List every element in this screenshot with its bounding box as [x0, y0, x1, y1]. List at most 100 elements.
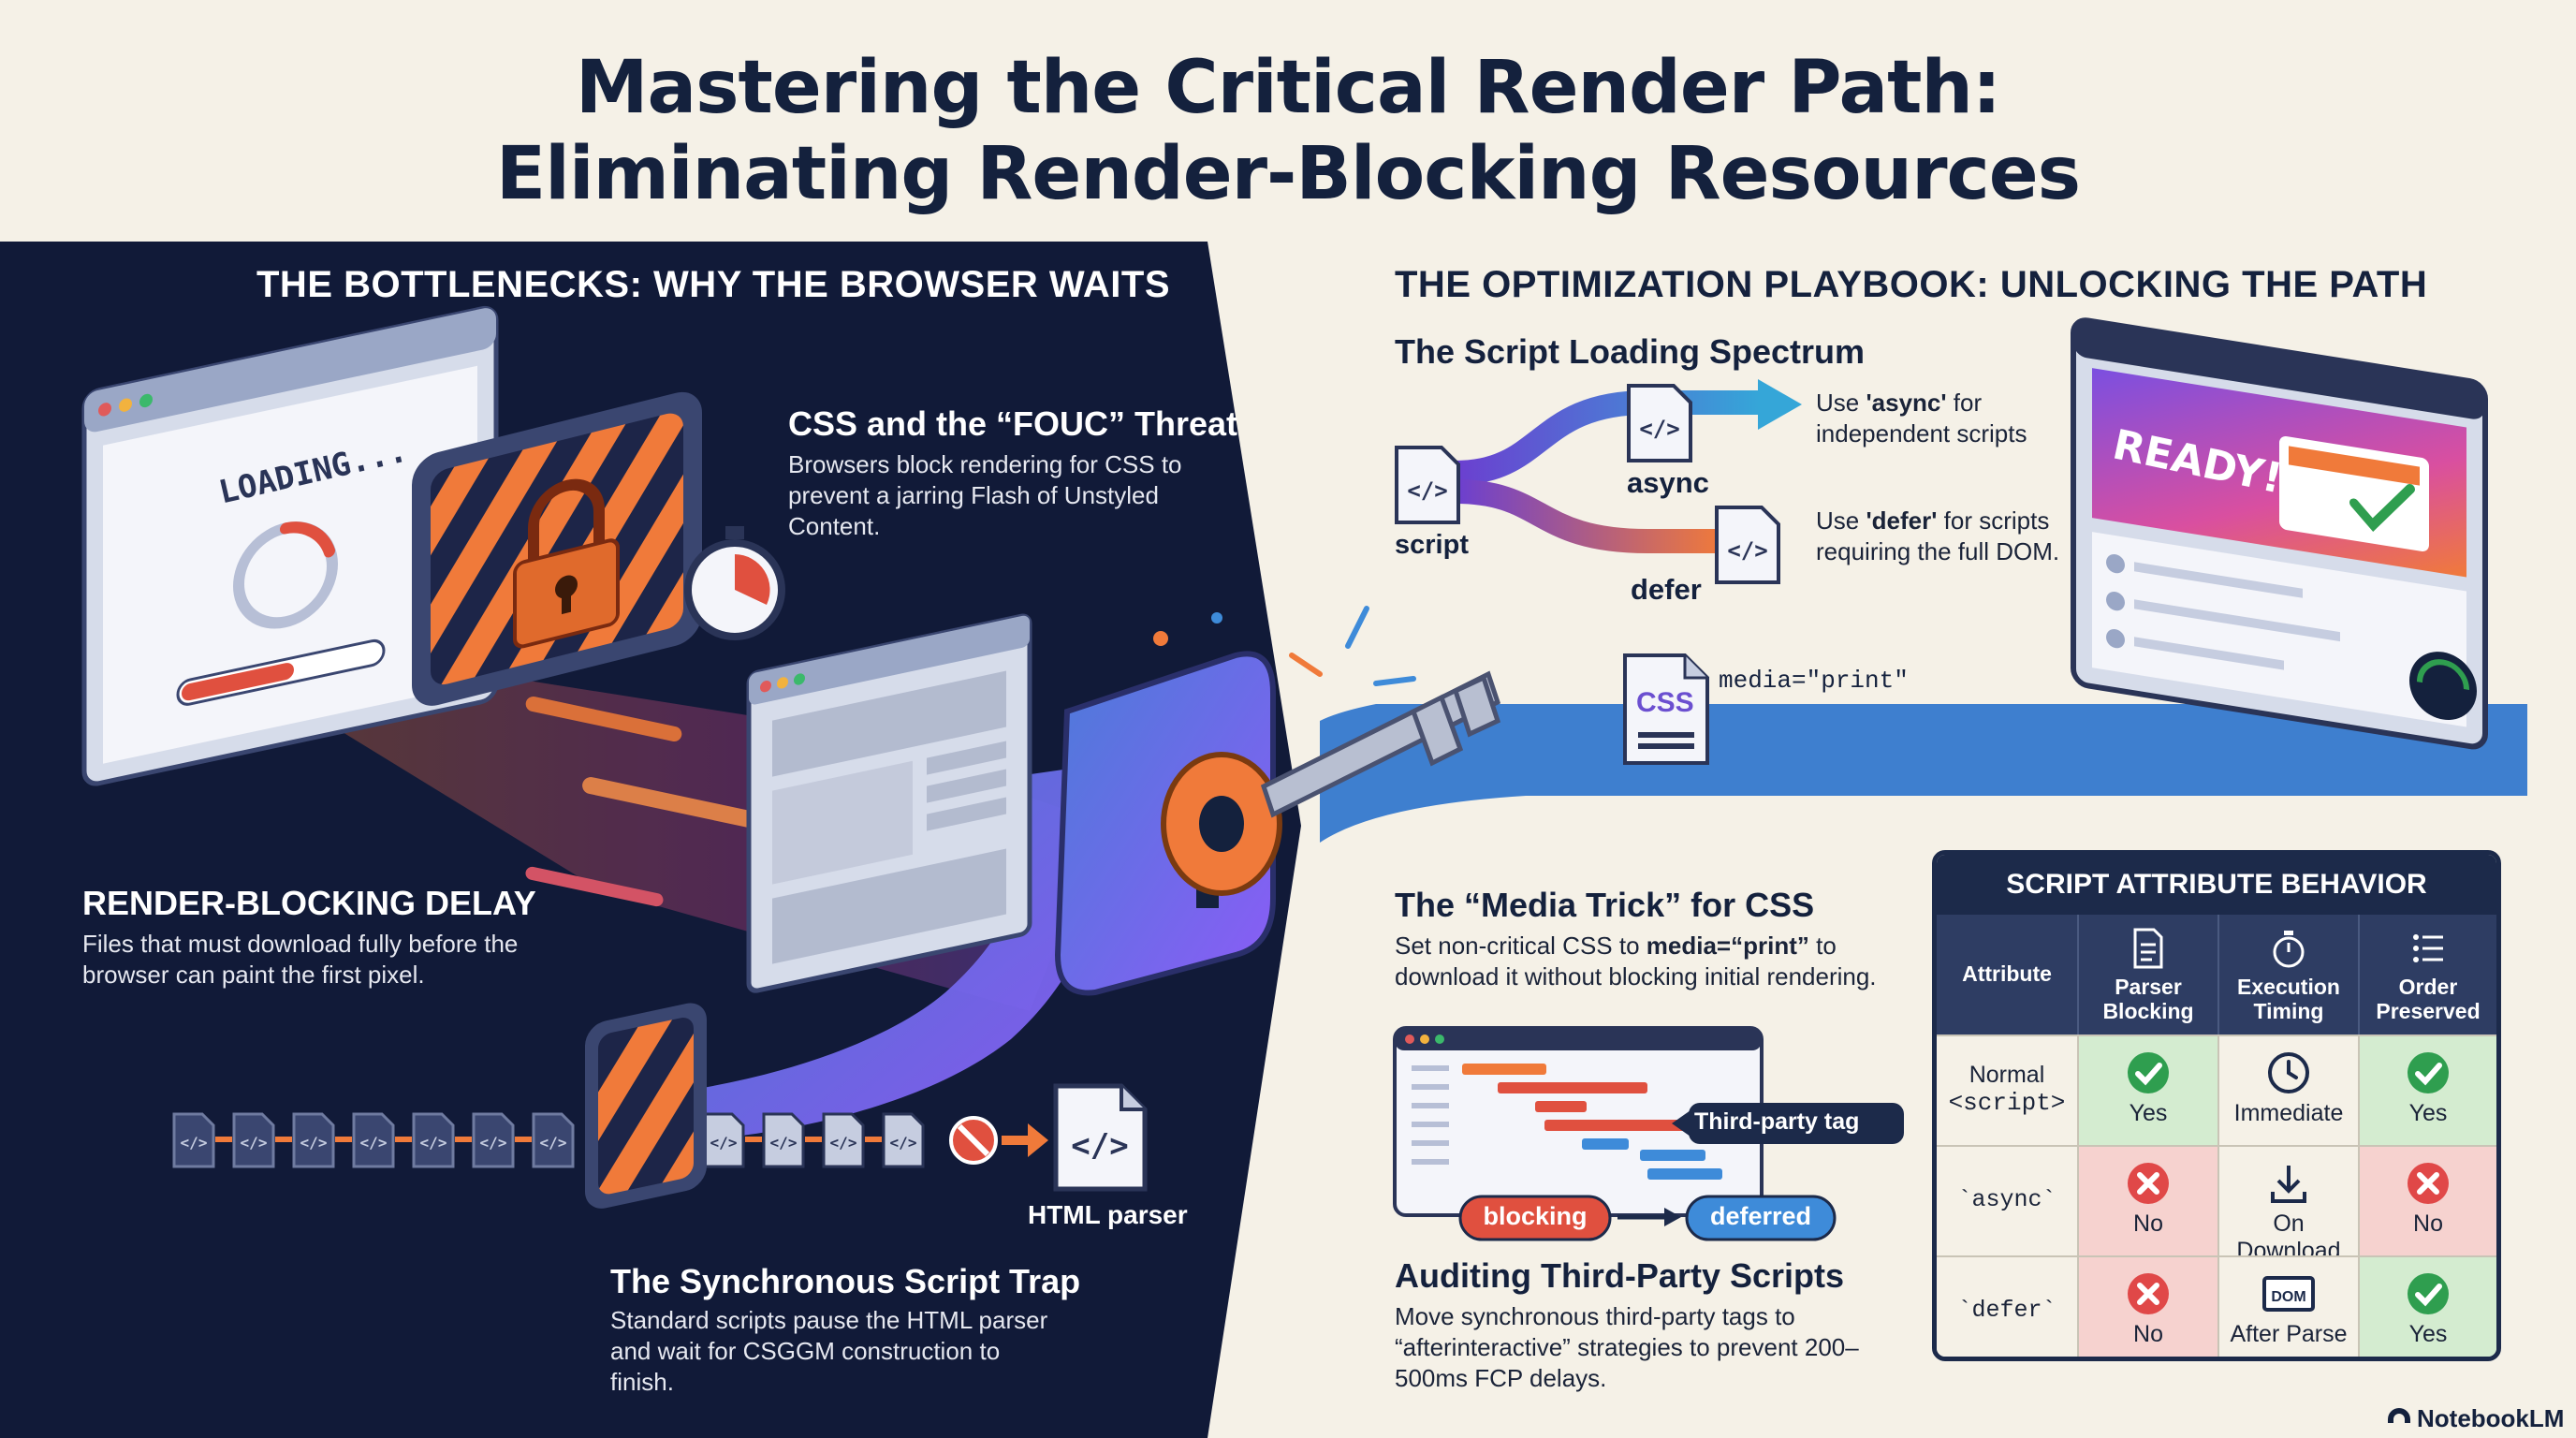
table-title: SCRIPT ATTRIBUTE BEHAVIOR: [1937, 855, 2496, 915]
script-file-chain: </> </> </> </> </> </> </> </> </> </> </>: [172, 1112, 925, 1168]
async-file-icon: </>: [1627, 384, 1692, 462]
script-chain-connector: [805, 1137, 822, 1142]
loading-browser-window: [81, 305, 499, 786]
svg-text:</>: </>: [1639, 416, 1679, 442]
script-chain-file-icon: </>: [822, 1112, 865, 1168]
svg-text:</>: </>: [480, 1134, 507, 1152]
svg-text:DOM: DOM: [2271, 1289, 2305, 1305]
svg-text:</>: </>: [710, 1134, 738, 1152]
table-cell-defer-timing: DOM After Parse: [2217, 1255, 2358, 1357]
key-icon: [1161, 670, 1501, 896]
svg-text:</>: </>: [300, 1134, 328, 1152]
table-cell-normal-parser: Yes: [2077, 1034, 2217, 1145]
column-header-parser-blocking: Parser Blocking: [2077, 915, 2217, 1034]
script-chain-file-icon: </>: [292, 1112, 335, 1168]
media-trick-title: The “Media Trick” for CSS: [1395, 886, 1815, 924]
svg-text:</>: </>: [181, 1134, 208, 1152]
blue-path: [1320, 704, 2527, 843]
async-label: async: [1627, 466, 1709, 499]
svg-text:</>: </>: [770, 1134, 798, 1152]
css-fouc-body: Browsers block rendering for CSS to prev…: [788, 450, 1182, 540]
css-file-icon: [1623, 653, 1709, 765]
svg-text:</>: </>: [540, 1134, 567, 1152]
table-cell-defer-parser: No: [2077, 1255, 2217, 1357]
script-chain-file-icon: </>: [352, 1112, 395, 1168]
script-chain-file-icon: </>: [702, 1112, 745, 1168]
check-icon: [2408, 1052, 2449, 1093]
table-row-normal-attr: Normal<script>: [1937, 1034, 2077, 1145]
defer-note: Use 'defer' for scripts requiring the fu…: [1816, 506, 2060, 565]
script-chain-file-icon: </>: [172, 1112, 215, 1168]
svg-text:</>: </>: [360, 1134, 388, 1152]
html-parser-label: HTML parser: [1028, 1200, 1188, 1229]
script-chain-file-icon: </>: [882, 1112, 925, 1168]
svg-text:</>: </>: [1727, 537, 1767, 564]
x-icon: [2128, 1273, 2169, 1314]
dom-icon: DOM: [2262, 1276, 2315, 1312]
document-lines-icon: [2133, 928, 2163, 969]
stopwatch-icon: [2273, 931, 2305, 968]
left-section-heading: THE BOTTLENECKS: WHY THE BROWSER WAITS: [256, 264, 1171, 305]
blocking-box: [585, 1003, 707, 1209]
unstyled-page-wireframe: [746, 613, 1032, 993]
page-title: Mastering the Critical Render Path: Elim…: [0, 45, 2576, 217]
svg-text:</>: </>: [420, 1134, 447, 1152]
right-section-heading: THE OPTIMIZATION PLAYBOOK: UNLOCKING THE…: [1395, 264, 2428, 305]
x-icon: [2408, 1163, 2449, 1204]
render-blocking-body: Files that must download fully before th…: [82, 930, 519, 989]
stop-icon: [949, 1116, 998, 1165]
audit-title: Auditing Third-Party Scripts: [1395, 1256, 1845, 1295]
download-icon: [2271, 1166, 2306, 1203]
svg-text:</>: </>: [1407, 477, 1447, 504]
column-header-attribute: Attribute: [1937, 915, 2077, 1034]
purple-pathway: [646, 768, 1102, 1142]
script-chain-connector: [215, 1137, 232, 1142]
html-parser-file-icon: </>: [1053, 1083, 1148, 1192]
script-chain-file-icon: </>: [532, 1112, 575, 1168]
audit-waterfall-window: [1393, 1026, 1764, 1217]
media-trick-body: Set non-critical CSS to media=“print” to…: [1395, 932, 1877, 990]
deferred-label: deferred: [1709, 1202, 1812, 1230]
column-header-order-preserved: Order Preserved: [2358, 915, 2496, 1034]
defer-file-icon: </>: [1715, 506, 1780, 584]
script-chain-connector: [745, 1137, 762, 1142]
script-chain-connector: [515, 1137, 532, 1142]
blocking-pill-bg: [1458, 1195, 1612, 1241]
third-party-tag-pill: [1672, 1103, 1904, 1144]
check-icon: [2408, 1273, 2449, 1314]
sync-script-body: Standard scripts pause the HTML parser a…: [610, 1306, 1048, 1396]
arrow-icon: [1617, 1208, 1681, 1226]
clock-icon: [2268, 1052, 2309, 1093]
table-row-defer-attr: `defer`: [1937, 1255, 2077, 1357]
table-cell-async-parser: No: [2077, 1145, 2217, 1255]
table-cell-normal-order: Yes: [2358, 1034, 2496, 1145]
notebooklm-logo-icon: [2388, 1408, 2410, 1423]
script-chain-file-icon: </>: [232, 1112, 275, 1168]
script-chain-connector: [395, 1137, 412, 1142]
script-file-icon: </>: [1395, 446, 1460, 524]
third-party-tag-label: Third-party tag: [1694, 1108, 1860, 1135]
script-chain-file-icon: </>: [472, 1112, 515, 1168]
check-icon: [2128, 1052, 2169, 1093]
script-chain-file-icon: </>: [412, 1112, 455, 1168]
svg-text:</>: </>: [890, 1134, 917, 1152]
svg-text:</>: </>: [830, 1134, 857, 1152]
svg-text:</>: </>: [1071, 1127, 1128, 1165]
list-icon: [2413, 934, 2443, 962]
script-spectrum-title: The Script Loading Spectrum: [1395, 332, 1866, 371]
x-icon: [2128, 1163, 2169, 1204]
script-chain-connector: [455, 1137, 472, 1142]
ready-browser-window: [2071, 317, 2488, 750]
arrow-to-parser-icon: [1002, 1123, 1048, 1157]
script-spectrum-flows: [1455, 379, 1802, 553]
title-line-1: Mastering the Critical Render Path:: [575, 46, 2001, 130]
blocking-label: blocking: [1483, 1202, 1588, 1230]
render-blocking-title: RENDER-BLOCKING DELAY: [82, 884, 536, 922]
async-note: Use 'async' for independent scripts: [1816, 389, 2027, 448]
stopwatch-icon: [684, 526, 785, 640]
css-file-label: CSS: [1636, 687, 1694, 718]
table-cell-defer-order: Yes: [2358, 1255, 2496, 1357]
table-cell-normal-timing: Immediate: [2217, 1034, 2358, 1145]
audit-body: Move synchronous third-party tags to “af…: [1395, 1302, 1859, 1392]
